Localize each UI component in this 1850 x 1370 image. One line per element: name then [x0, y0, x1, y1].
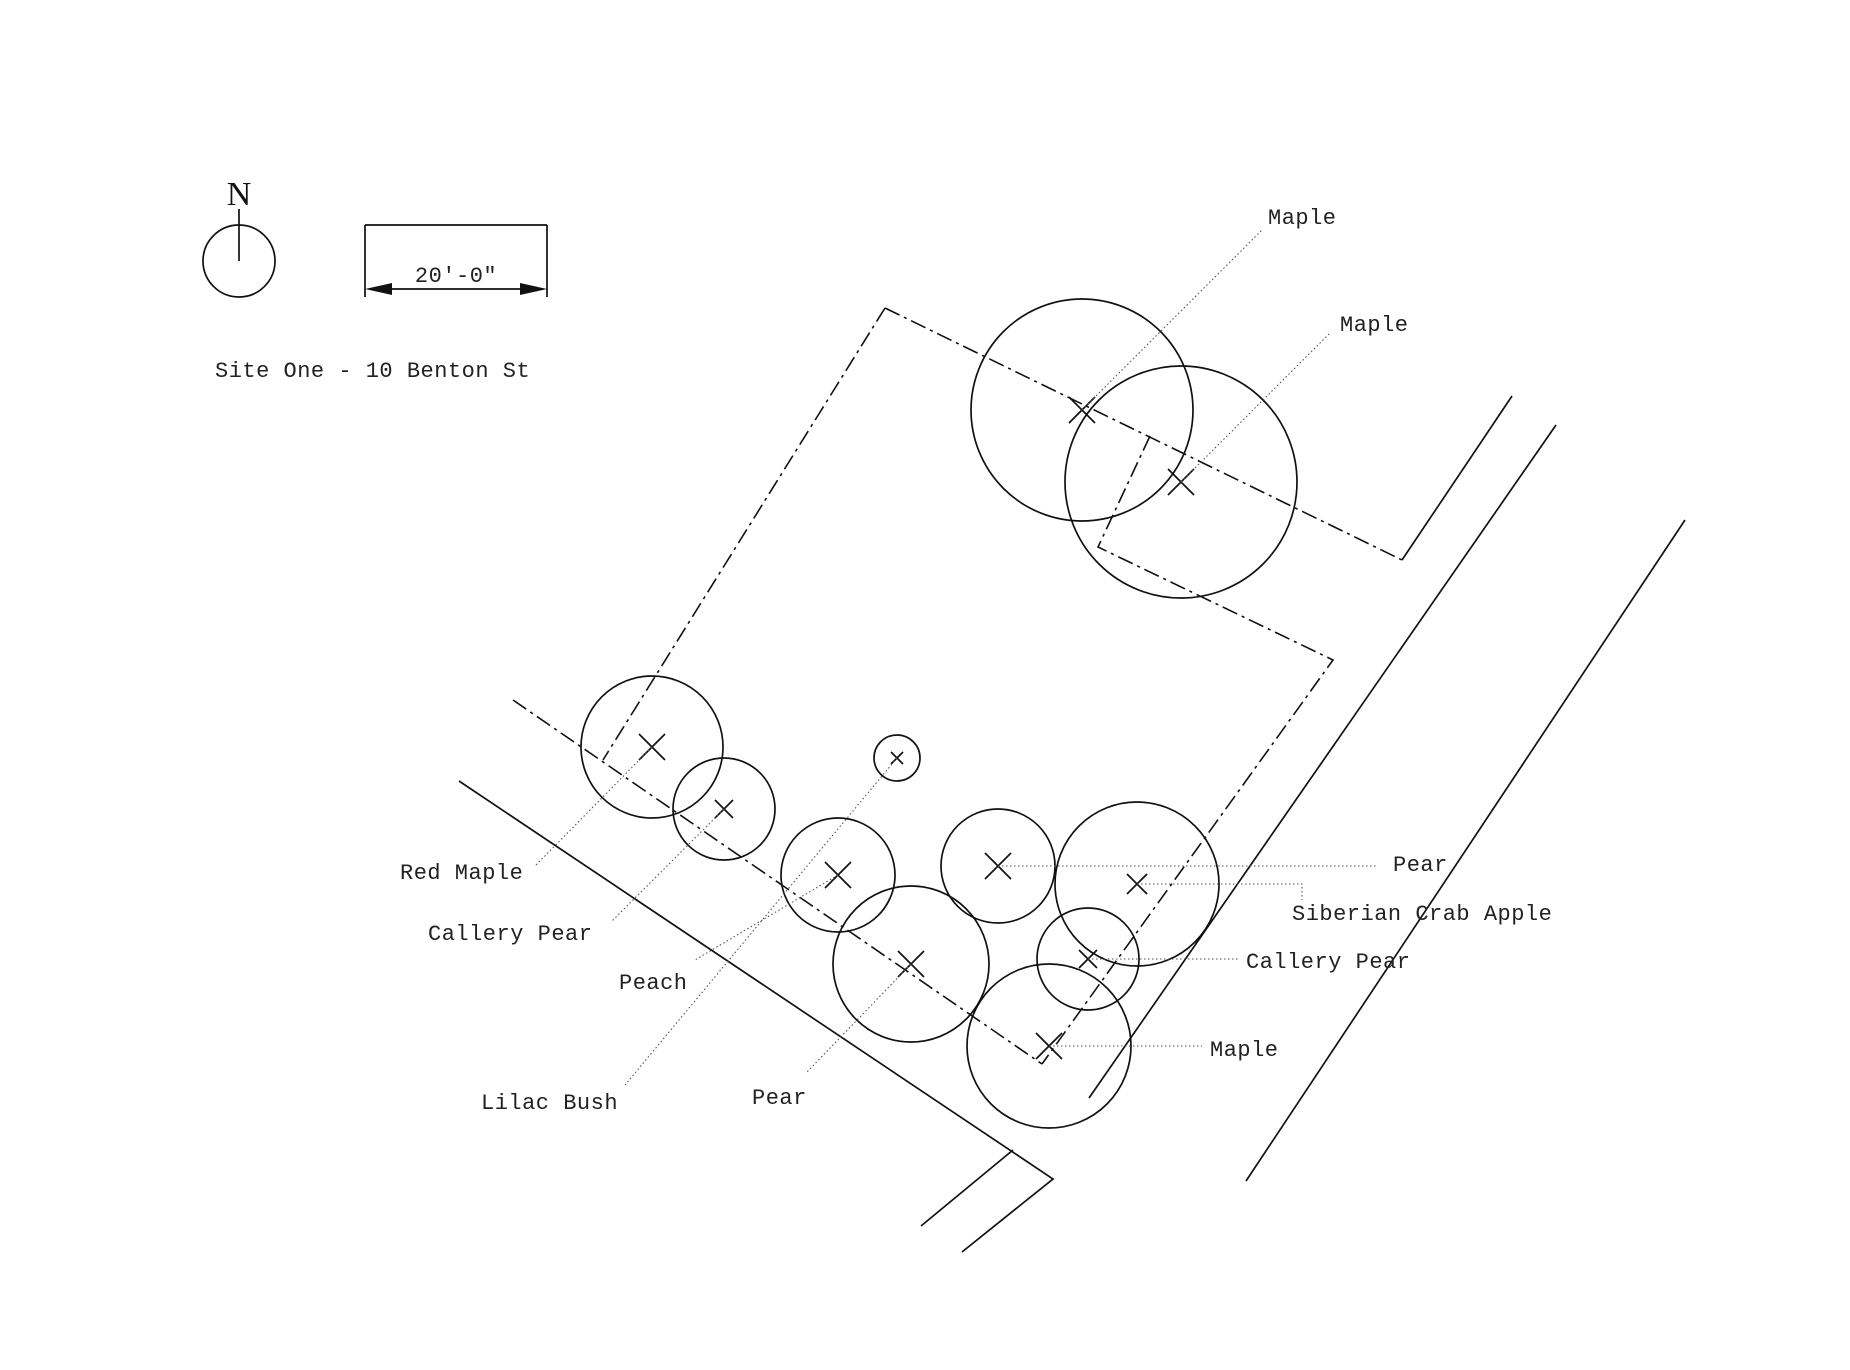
scale-bar-label: 20'-0" [415, 264, 497, 289]
site-title: Site One - 10 Benton St [215, 359, 530, 384]
tree-canopy [873, 734, 921, 782]
leader-red-maple [534, 746, 653, 867]
tree-label-pear-1: Pear [752, 1086, 807, 1111]
driveway-line [920, 1149, 1014, 1227]
leader-maple-1 [1081, 229, 1263, 411]
tree-canopy [1036, 907, 1140, 1011]
leader-pear-1 [805, 963, 912, 1074]
street-far-line [1245, 519, 1686, 1182]
street-lines [458, 395, 1686, 1253]
tree-label-callery-pear-1: Callery Pear [428, 922, 592, 947]
leader-siberian-crab-apple [1137, 883, 1303, 900]
leader-lines [534, 229, 1377, 1086]
property-line-north [884, 307, 1403, 561]
tree-canopy [832, 885, 990, 1043]
tree-canopy [1054, 801, 1220, 967]
tree-canopies [580, 298, 1298, 1129]
curb-line-right [1088, 424, 1557, 1099]
north-arrow-label: N [227, 176, 252, 213]
property-line [512, 307, 1403, 1065]
tree-canopy [580, 675, 724, 819]
tree-label-red-maple: Red Maple [400, 861, 523, 886]
property-line-east [1041, 435, 1335, 1065]
leader-callery-pear-1 [610, 808, 725, 923]
leader-lilac-bush [624, 757, 898, 1086]
scale-bar: 20'-0" [364, 224, 548, 297]
leader-peach [694, 874, 839, 961]
property-line-west [602, 307, 886, 761]
tree-label-maple-3: Maple [1210, 1038, 1279, 1063]
tree-canopy [672, 757, 776, 861]
scale-bar-left-arrowhead [365, 283, 392, 295]
tree-canopy [780, 817, 896, 933]
curb-line-upper [1401, 395, 1513, 561]
tree-label-callery-pear-2: Callery Pear [1246, 950, 1410, 975]
leader-maple-2 [1180, 332, 1331, 483]
tree-label-pear-2: Pear [1393, 853, 1448, 878]
scale-bar-right-arrowhead [520, 283, 547, 295]
tree-label-lilac-bush: Lilac Bush [481, 1091, 618, 1116]
curb-line-lower [458, 780, 1055, 1253]
property-line-south [512, 699, 1043, 1065]
tree-canopy [966, 963, 1132, 1129]
tree-label-maple-2: Maple [1340, 313, 1409, 338]
tree-labels: Maple Maple Red Maple Callery Pear Lilac… [400, 206, 1552, 1116]
north-arrow: N [202, 176, 276, 298]
tree-canopy [970, 298, 1194, 522]
tree-label-maple-1: Maple [1268, 206, 1337, 231]
tree-label-siberian-crab-apple: Siberian Crab Apple [1292, 902, 1552, 927]
tree-canopy [1064, 365, 1298, 599]
tree-label-peach: Peach [619, 971, 688, 996]
